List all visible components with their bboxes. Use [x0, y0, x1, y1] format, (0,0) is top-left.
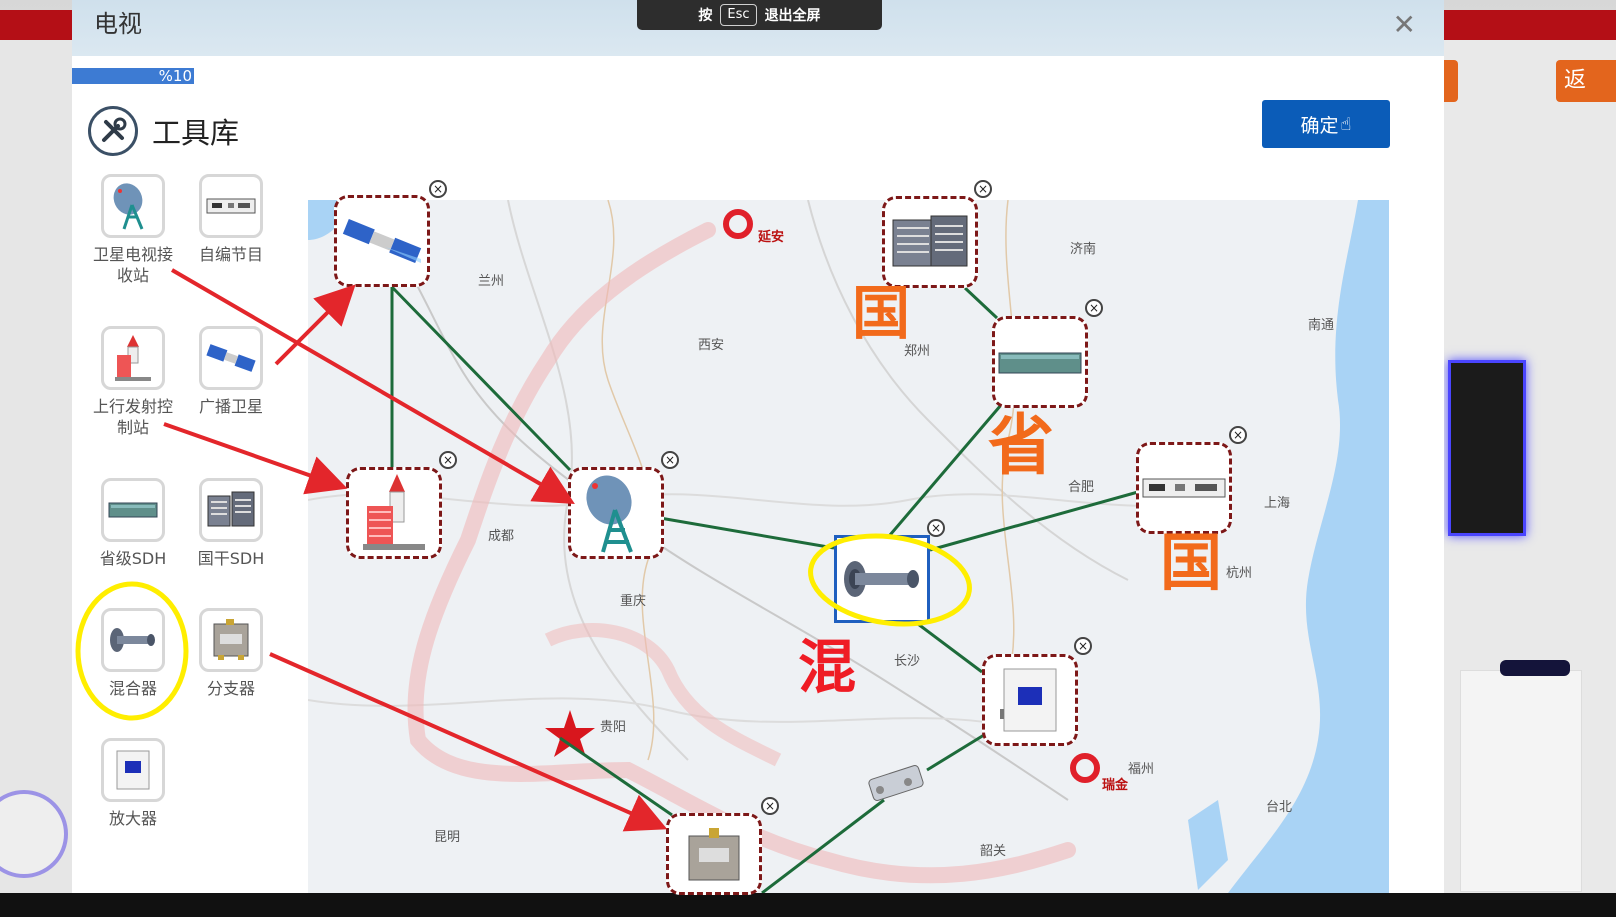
city-label: 延安 — [758, 230, 785, 245]
city-label: 济南 — [1070, 242, 1097, 257]
city-label: 贵阳 — [600, 720, 627, 735]
tool-dialog: 电视 ✕ %10 工具库 确定☝ 卫星电视接收站 自编节目 上行发射控制站 — [72, 0, 1444, 895]
node-combiner[interactable] — [834, 535, 930, 623]
city-label: 兰州 — [478, 274, 505, 289]
server-rack-icon — [199, 478, 263, 542]
pointer-cursor-icon: ☝ — [1340, 113, 1352, 135]
splitter-icon — [688, 828, 740, 881]
tool-label: 上行发射控制站 — [92, 397, 173, 437]
scene-left-wall — [0, 40, 72, 900]
esc-key-badge: Esc — [720, 4, 757, 26]
rack-device-icon — [199, 174, 263, 238]
satellite-dish-icon — [586, 475, 633, 553]
toolbox-heading: 工具库 — [88, 106, 239, 156]
city-label: 西安 — [698, 338, 725, 353]
fullscreen-hint: 按 Esc 退出全屏 — [637, 0, 882, 30]
scene-router-stand — [1460, 670, 1582, 892]
city-label: 昆明 — [434, 830, 461, 845]
remove-node-icon[interactable]: × — [429, 180, 447, 198]
server-rack-icon — [892, 215, 968, 267]
handwritten-annotation: 国 — [1160, 526, 1223, 599]
city-label: 合肥 — [1068, 480, 1095, 495]
tool-label: 混合器 — [108, 679, 157, 698]
tools-icon — [88, 106, 138, 156]
dialog-title: 电视 — [94, 10, 142, 38]
tool-uplink-station[interactable]: 上行发射控制站 — [78, 326, 188, 438]
toolbox-title: 工具库 — [152, 116, 240, 150]
node-provincial-sdh[interactable] — [992, 316, 1088, 408]
tool-label: 省级SDH — [99, 549, 167, 568]
progress-bar: %10 — [72, 68, 194, 84]
tool-label: 卫星电视接收站 — [92, 245, 173, 285]
close-icon[interactable]: ✕ — [1392, 8, 1416, 41]
city-label: 瑞金 — [1102, 778, 1129, 793]
node-tv-receive-station[interactable] — [568, 467, 664, 559]
city-label: 福州 — [1128, 762, 1155, 777]
node-uplink-station[interactable] — [346, 467, 442, 559]
node-amplifier[interactable] — [982, 654, 1078, 746]
node-self-program[interactable] — [1136, 442, 1232, 534]
hint-suffix: 退出全屏 — [764, 8, 821, 24]
tool-label: 广播卫星 — [198, 397, 263, 416]
remove-node-icon[interactable]: × — [761, 797, 779, 815]
remove-node-icon[interactable]: × — [439, 451, 457, 469]
tool-label: 分支器 — [206, 679, 255, 698]
router-icon — [1500, 660, 1570, 676]
satellite-icon — [342, 219, 422, 263]
rack-device-icon — [1142, 478, 1226, 498]
tool-satellite-receive-station[interactable]: 卫星电视接收站 — [78, 174, 188, 286]
scene-tv — [1448, 360, 1526, 536]
tool-splitter[interactable]: 分支器 — [176, 608, 286, 699]
satellite-dish-icon — [101, 174, 165, 238]
uplink-station-icon — [101, 326, 165, 390]
amplifier-icon — [101, 738, 165, 802]
city-label: 南通 — [1308, 318, 1335, 333]
remove-node-icon[interactable]: × — [974, 180, 992, 198]
tool-label: 国干SDH — [197, 549, 265, 568]
city-label: 台北 — [1266, 800, 1293, 815]
scene-bottom-bar — [0, 893, 1616, 917]
satellite-icon — [199, 326, 263, 390]
confirm-button[interactable]: 确定☝ — [1262, 100, 1390, 148]
handwritten-annotation: 混 — [798, 633, 857, 701]
tool-self-program[interactable]: 自编节目 — [176, 174, 286, 265]
remove-node-icon[interactable]: × — [1229, 426, 1247, 444]
city-label: 郑州 — [904, 344, 931, 359]
tool-combiner[interactable]: 混合器 — [78, 608, 188, 699]
city-label: 上海 — [1264, 496, 1291, 511]
node-splitter[interactable] — [666, 813, 762, 895]
sdh-device-icon — [998, 352, 1082, 374]
city-label: 重庆 — [620, 594, 647, 609]
combiner-icon — [844, 561, 919, 597]
tool-provincial-sdh[interactable]: 省级SDH — [78, 478, 188, 569]
city-label: 成都 — [488, 529, 515, 544]
handwritten-annotation: 国 — [852, 279, 911, 347]
remove-node-icon[interactable]: × — [1074, 637, 1092, 655]
node-national-sdh[interactable] — [882, 196, 978, 288]
remove-node-icon[interactable]: × — [661, 451, 679, 469]
tool-national-sdh[interactable]: 国干SDH — [176, 478, 286, 569]
handwritten-annotation: 省 — [988, 407, 1054, 484]
scene-return-button[interactable]: 返 — [1556, 60, 1616, 102]
tool-broadcast-satellite[interactable]: 广播卫星 — [176, 326, 286, 417]
amplifier-icon — [1000, 668, 1057, 732]
node-broadcast-satellite[interactable] — [334, 195, 430, 287]
tool-label: 放大器 — [108, 809, 157, 828]
splitter-icon — [199, 608, 263, 672]
uplink-station-icon — [363, 474, 425, 550]
scene-disc — [0, 790, 68, 878]
sdh-device-icon — [101, 478, 165, 542]
city-label: 杭州 — [1226, 566, 1253, 581]
tool-label: 自编节目 — [198, 245, 263, 264]
progress-label: %10 — [158, 67, 192, 85]
combiner-icon — [101, 608, 165, 672]
hint-prefix: 按 — [698, 8, 713, 24]
remove-node-icon[interactable]: × — [1085, 299, 1103, 317]
city-label: 韶关 — [980, 844, 1007, 859]
remove-node-icon[interactable]: × — [927, 519, 945, 537]
tool-amplifier[interactable]: 放大器 — [78, 738, 188, 829]
city-label: 长沙 — [894, 654, 921, 669]
